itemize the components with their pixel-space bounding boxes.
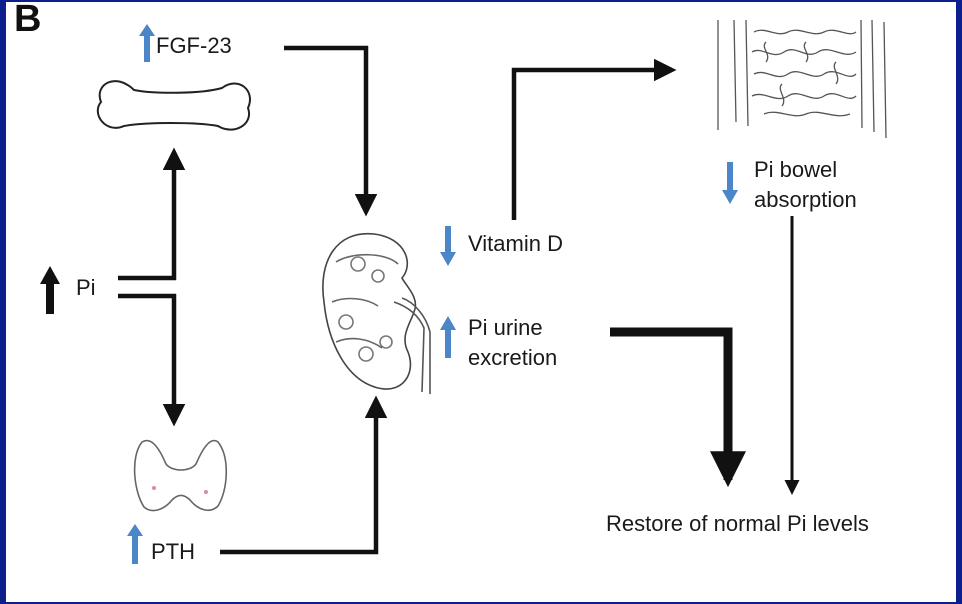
label-pi-urine-2: excretion — [468, 345, 558, 370]
arrow-up-fgf23 — [139, 24, 155, 62]
arrow-up-pi-urine — [440, 316, 456, 358]
bone-icon — [96, 80, 251, 131]
arrow-up-pi — [40, 266, 60, 314]
thyroid-icon — [133, 439, 228, 512]
label-pi-bowel-2: absorption — [754, 187, 857, 212]
label-vitamin-d: Vitamin D — [468, 231, 563, 256]
arrow-pi-to-thyroid — [118, 293, 186, 427]
label-pi-bowel-1: Pi bowel — [754, 157, 838, 182]
arrow-urine-to-restore — [610, 327, 746, 488]
diagram-canvas — [40, 19, 887, 564]
arrow-vitamin-d-to-intestine — [511, 58, 677, 220]
arrow-pi-to-bone — [118, 147, 186, 281]
label-restore: Restore of normal Pi levels — [606, 511, 869, 536]
kidney-icon — [322, 232, 431, 394]
intestine-icon — [717, 19, 887, 139]
panel-letter: B — [14, 0, 42, 40]
arrow-up-pth — [127, 524, 143, 564]
label-pi: Pi — [76, 275, 96, 300]
arrow-down-pi-bowel — [722, 162, 738, 204]
arrow-pth-to-kidney — [220, 395, 388, 555]
arrow-down-vitamin-d — [440, 226, 456, 266]
label-pth: PTH — [151, 539, 195, 564]
label-fgf23: FGF-23 — [156, 33, 232, 58]
diagram-panel: B — [6, 0, 956, 602]
arrow-fgf23-to-kidney — [284, 45, 378, 217]
label-pi-urine-1: Pi urine — [468, 315, 543, 340]
